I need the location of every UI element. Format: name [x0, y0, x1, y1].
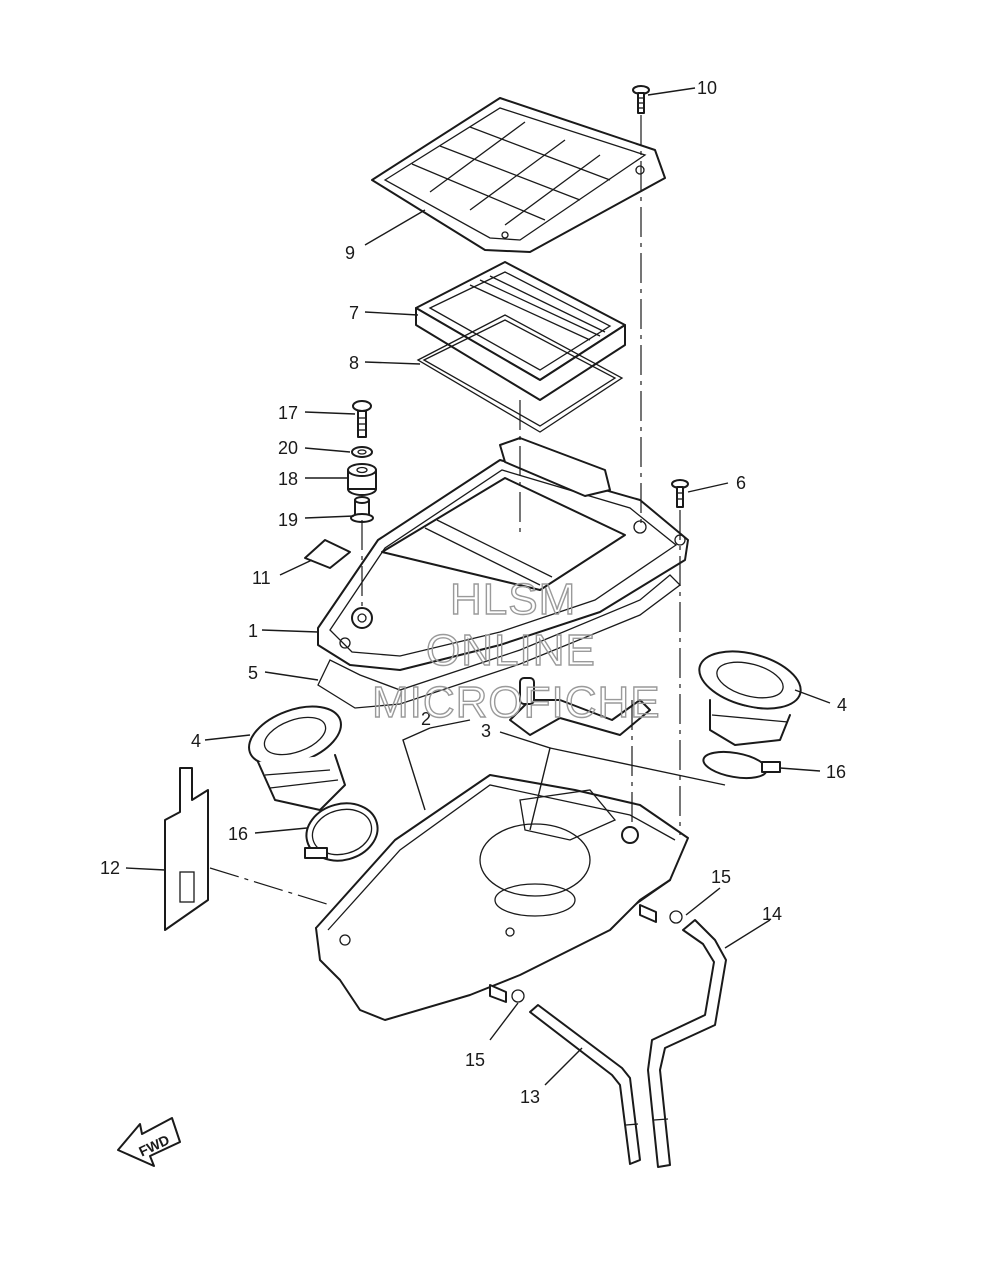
leader-lines — [125, 87, 831, 1086]
part-19-collar — [350, 496, 374, 523]
callout-12: 12 — [100, 858, 120, 878]
callout-4-right: 4 — [837, 695, 847, 715]
part-16-clamp-left — [304, 802, 379, 862]
part-15-clip-lower — [511, 989, 525, 1003]
part-8-filter-seal — [416, 314, 624, 433]
callout-labels: 10 9 7 8 17 20 18 19 6 11 1 5 2 3 4 4 16… — [100, 78, 847, 1107]
callout-13: 13 — [520, 1087, 540, 1107]
watermark-line-1: HLSM — [450, 575, 576, 624]
part-4-intake-funnel-left — [248, 705, 346, 811]
part-14-breather-hose — [647, 919, 727, 1168]
part-15-clip-upper — [669, 910, 683, 924]
callout-8: 8 — [349, 353, 359, 373]
part-3-joint-pipe — [509, 677, 651, 736]
callout-1: 1 — [248, 621, 258, 641]
callout-14: 14 — [762, 904, 782, 924]
part-16-clamp-right — [702, 750, 781, 780]
part-13-drain-hose — [529, 1004, 641, 1165]
callout-16-left: 16 — [228, 824, 248, 844]
callout-7: 7 — [349, 303, 359, 323]
callout-6: 6 — [736, 473, 746, 493]
air-box-lower-case — [315, 774, 689, 1021]
part-12-guide-plate — [164, 767, 209, 931]
part-20-washer — [351, 446, 373, 458]
part-9-air-box-cover — [371, 97, 666, 253]
part-1-air-box-upper — [317, 437, 689, 671]
fwd-arrow: FWD — [117, 1117, 181, 1167]
callout-11: 11 — [252, 568, 271, 588]
callout-4-left: 4 — [191, 731, 201, 751]
part-10-screw — [632, 85, 650, 114]
part-7-air-filter — [415, 261, 626, 401]
part-18-grommet — [347, 463, 377, 496]
callout-5: 5 — [248, 663, 258, 683]
callout-16-right: 16 — [826, 762, 846, 782]
part-11-caution-label — [304, 539, 351, 569]
callout-15-lower: 15 — [465, 1050, 485, 1070]
callout-10: 10 — [697, 78, 717, 98]
callout-17: 17 — [278, 403, 298, 423]
callout-20: 20 — [278, 438, 298, 458]
callout-3: 3 — [481, 721, 491, 741]
watermark-line-2: ONLINE — [426, 626, 596, 675]
part-6-screw — [671, 479, 689, 508]
watermark: HLSM ONLINE MICROFICHE — [371, 574, 661, 727]
callout-15-upper: 15 — [711, 867, 731, 887]
callout-9: 9 — [345, 243, 355, 263]
callout-2: 2 — [421, 709, 431, 729]
callout-18: 18 — [278, 469, 298, 489]
part-17-bolt — [352, 400, 372, 438]
part-5-case-seal — [317, 574, 681, 709]
assembly-dash-lines — [209, 115, 681, 906]
callout-19: 19 — [278, 510, 298, 530]
part-4-intake-funnel-right — [698, 650, 802, 746]
watermark-line-3: MICROFICHE — [372, 678, 661, 727]
